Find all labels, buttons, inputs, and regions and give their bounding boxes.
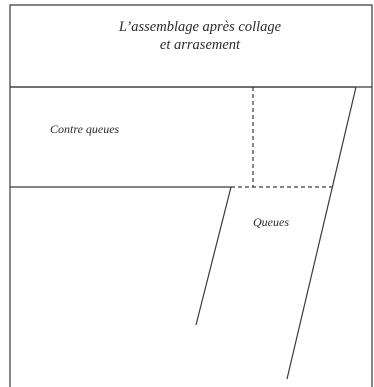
queues-label: Queues: [253, 215, 289, 229]
title-line-2: et arrasement: [160, 37, 241, 53]
tail-left-edge: [195, 186, 232, 326]
tail-right-edge: [286, 86, 357, 380]
contre-queues-label: Contre queues: [50, 122, 120, 136]
outer-frame: [9, 4, 373, 387]
title-line-1: L’assemblage après collage: [118, 19, 282, 35]
